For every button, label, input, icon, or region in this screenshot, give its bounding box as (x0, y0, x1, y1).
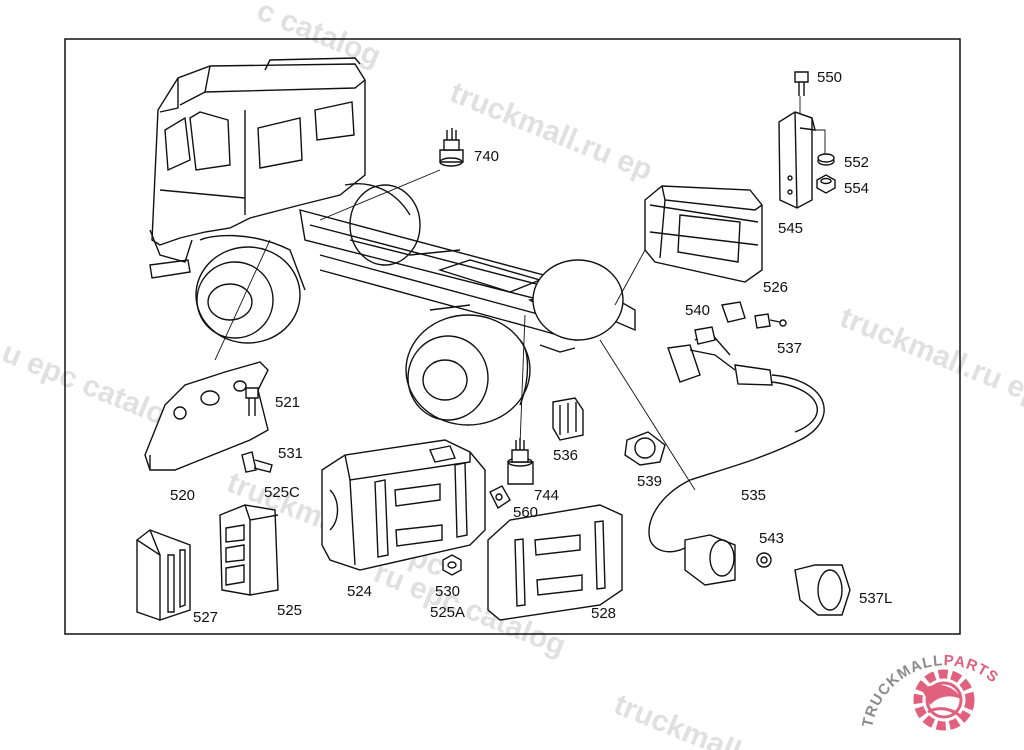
part-labels: 550 552 554 545 740 526 540 537 521 531 … (170, 69, 892, 626)
truckmall-parts-logo: TRUCKMALLPARTS (859, 652, 1001, 731)
label-525: 525 (277, 602, 302, 619)
watermark-1: c catalog (252, 0, 385, 73)
label-545: 545 (778, 220, 803, 237)
label-537: 537 (777, 340, 802, 357)
label-525C: 525C (264, 484, 300, 501)
part-537-contact[interactable] (754, 313, 787, 329)
label-740: 740 (474, 148, 499, 165)
watermark-7: truckmall.ru (609, 688, 781, 750)
label-535: 535 (741, 487, 766, 504)
label-550: 550 (817, 69, 842, 86)
leader-lines (214, 96, 826, 491)
part-545-bracket[interactable] (778, 111, 816, 209)
part-543-ring[interactable] (756, 552, 772, 568)
part-740-switch[interactable] (439, 128, 464, 167)
truck-chassis-drawing (149, 57, 636, 426)
part-526-cover[interactable] (644, 185, 763, 283)
label-520: 520 (170, 487, 195, 504)
label-554: 554 (844, 180, 869, 197)
label-531: 531 (278, 445, 303, 462)
part-521-bolt[interactable] (245, 387, 259, 416)
label-527: 527 (193, 609, 218, 626)
label-530: 530 (435, 583, 460, 600)
label-526: 526 (763, 279, 788, 296)
label-528: 528 (591, 605, 616, 622)
watermark-3: truckmall.ru epc (835, 301, 1024, 418)
part-525-connector-block[interactable] (219, 504, 279, 596)
part-550-bolt[interactable] (794, 71, 809, 96)
part-531-screw[interactable] (241, 451, 273, 473)
part-554-nut[interactable] (816, 174, 836, 194)
part-528-plate[interactable] (487, 504, 623, 621)
label-536: 536 (553, 447, 578, 464)
label-543: 543 (759, 530, 784, 547)
part-535-cable[interactable] (648, 326, 825, 586)
label-552: 552 (844, 154, 869, 171)
part-552-washer[interactable] (817, 153, 835, 166)
label-537L: 537L (859, 590, 892, 607)
part-539-grommet[interactable] (624, 431, 666, 466)
label-539: 539 (637, 473, 662, 490)
watermark-2: truckmall.ru ep (445, 76, 657, 187)
label-521: 521 (275, 394, 300, 411)
part-537L-socket[interactable] (794, 564, 851, 616)
part-560-bushing[interactable] (489, 485, 511, 510)
part-530-nut[interactable] (442, 554, 462, 576)
diagram-frame (64, 38, 961, 635)
label-524: 524 (347, 583, 372, 600)
part-536-plug[interactable] (552, 397, 584, 441)
label-560: 560 (513, 504, 538, 521)
label-744: 744 (534, 487, 559, 504)
part-744-switch[interactable] (507, 438, 534, 485)
part-520-mounting-plate[interactable] (144, 361, 269, 471)
label-540: 540 (685, 302, 710, 319)
gear-logo-icon (913, 669, 975, 731)
label-525A: 525A (430, 604, 465, 621)
part-527-bracket[interactable] (135, 529, 191, 621)
part-524-box[interactable] (321, 439, 486, 571)
part-540-plug[interactable] (721, 301, 746, 323)
